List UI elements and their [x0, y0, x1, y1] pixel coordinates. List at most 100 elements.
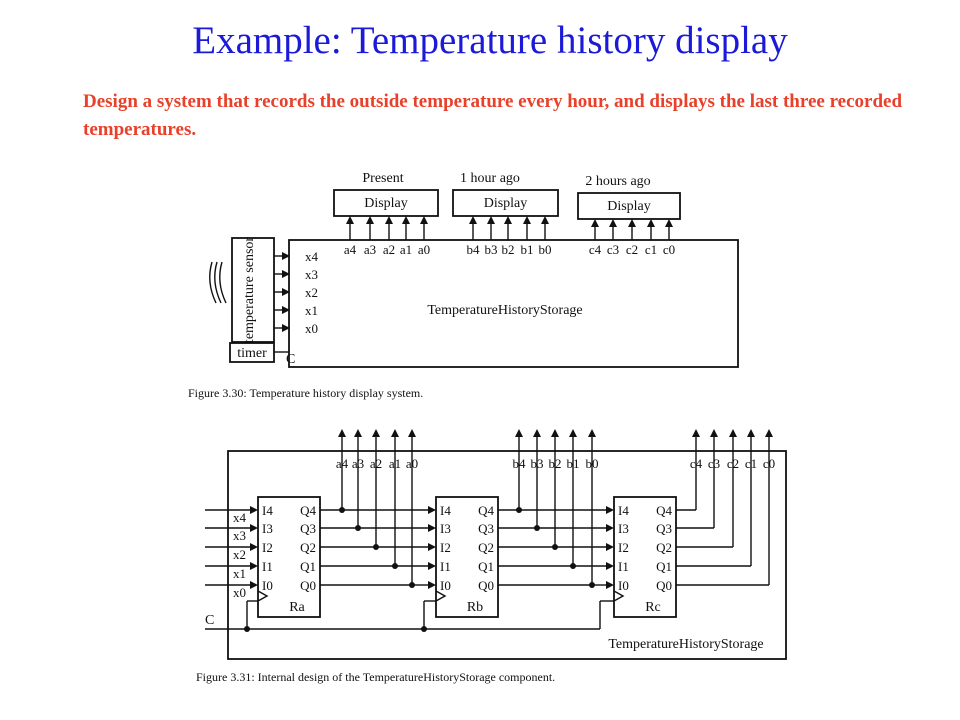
junction-dot — [409, 582, 415, 588]
output-arrow — [569, 429, 577, 437]
display-arrow — [591, 219, 599, 227]
internal-storage-block — [227, 450, 787, 660]
clock-triangle — [435, 590, 447, 602]
internal-input-label: x1 — [233, 566, 246, 581]
display-arrow — [628, 219, 636, 227]
output-label: c2 — [727, 456, 739, 471]
display-pin-label: b4 — [467, 242, 481, 257]
output-arrow — [692, 429, 700, 437]
register-input-label: I3 — [618, 521, 629, 536]
register-output-label: Q0 — [300, 578, 316, 593]
bus-arrow — [428, 506, 436, 514]
register-box — [613, 496, 677, 618]
output-arrow — [551, 429, 559, 437]
input-label: x4 — [305, 249, 319, 264]
input-arrow — [250, 562, 258, 570]
display-box — [333, 189, 439, 217]
register-input-label: I4 — [262, 503, 273, 518]
output-label: b1 — [567, 456, 580, 471]
display-pin-label: c3 — [607, 242, 619, 257]
junction-dot — [339, 507, 345, 513]
output-label: c0 — [763, 456, 775, 471]
bus-arrow — [606, 506, 614, 514]
register-output-label: Q3 — [300, 521, 316, 536]
sensor-arrow — [282, 270, 290, 278]
bus-arrow — [606, 562, 614, 570]
input-arrow — [250, 543, 258, 551]
display-arrow — [420, 216, 428, 224]
internal-input-label: x0 — [233, 585, 246, 600]
internal-clock-label: C — [205, 613, 214, 628]
output-label: c4 — [690, 456, 703, 471]
input-label: x0 — [305, 321, 318, 336]
bus-arrow — [428, 581, 436, 589]
output-label: b0 — [586, 456, 599, 471]
display-arrow — [469, 216, 477, 224]
register-output-label: Q3 — [656, 521, 672, 536]
output-arrow — [354, 429, 362, 437]
register-output-label: Q4 — [478, 503, 494, 518]
register-input-label: I1 — [440, 559, 451, 574]
register-box — [435, 496, 499, 618]
input-label: x3 — [305, 267, 318, 282]
register-name: Rb — [467, 600, 483, 615]
junction-dot — [355, 525, 361, 531]
sensor-box — [231, 237, 275, 343]
clock-triangle — [613, 590, 625, 602]
output-label: a2 — [370, 456, 382, 471]
sensor-wave — [209, 261, 217, 304]
register-output-label: Q4 — [656, 503, 672, 518]
display-pin-label: c1 — [645, 242, 657, 257]
display-pin-label: b1 — [521, 242, 534, 257]
output-arrow — [729, 429, 737, 437]
display-arrow — [504, 216, 512, 224]
junction-dot — [570, 563, 576, 569]
register-output-label: Q4 — [300, 503, 316, 518]
output-arrow — [588, 429, 596, 437]
sensor-label: temperature sensor — [242, 237, 257, 343]
sensor-wave — [219, 261, 227, 304]
sensor-arrow — [282, 324, 290, 332]
output-arrow — [765, 429, 773, 437]
storage-block — [288, 239, 739, 368]
register-output-label: Q1 — [300, 559, 316, 574]
internal-storage-label: TemperatureHistoryStorage — [608, 637, 763, 652]
display-pin-label: a0 — [418, 242, 430, 257]
output-arrow — [408, 429, 416, 437]
register-name: Ra — [289, 600, 305, 615]
display-pin-label: c4 — [589, 242, 602, 257]
display-arrow — [487, 216, 495, 224]
display-arrow — [366, 216, 374, 224]
display-label: Display — [607, 199, 651, 214]
display-pin-label: b0 — [539, 242, 552, 257]
input-arrow — [250, 506, 258, 514]
output-arrow — [533, 429, 541, 437]
register-output-label: Q2 — [478, 540, 494, 555]
output-label: b3 — [531, 456, 544, 471]
display-arrow — [665, 219, 673, 227]
register-input-label: I4 — [618, 503, 629, 518]
slide-description: Design a system that records the outside… — [83, 91, 903, 140]
junction-dot — [534, 525, 540, 531]
sensor-wave — [214, 261, 222, 304]
display-box — [452, 189, 559, 217]
bus-arrow — [428, 524, 436, 532]
register-output-label: Q2 — [656, 540, 672, 555]
register-output-label: Q1 — [478, 559, 494, 574]
register-name: Rc — [645, 600, 661, 615]
output-arrow — [372, 429, 380, 437]
junction-dot — [589, 582, 595, 588]
input-label: x1 — [305, 303, 318, 318]
output-arrow — [515, 429, 523, 437]
figure-caption: Figure 3.31: Internal design of the Temp… — [196, 670, 555, 684]
display-arrow — [385, 216, 393, 224]
display-pin-label: b3 — [485, 242, 498, 257]
clock-triangle — [257, 590, 269, 602]
junction-dot — [244, 626, 250, 632]
junction-dot — [392, 563, 398, 569]
internal-input-label: x2 — [233, 547, 246, 562]
register-input-label: I1 — [618, 559, 629, 574]
slide-title: Example: Temperature history display — [192, 19, 788, 62]
display-arrow — [647, 219, 655, 227]
storage-label: TemperatureHistoryStorage — [427, 303, 582, 318]
